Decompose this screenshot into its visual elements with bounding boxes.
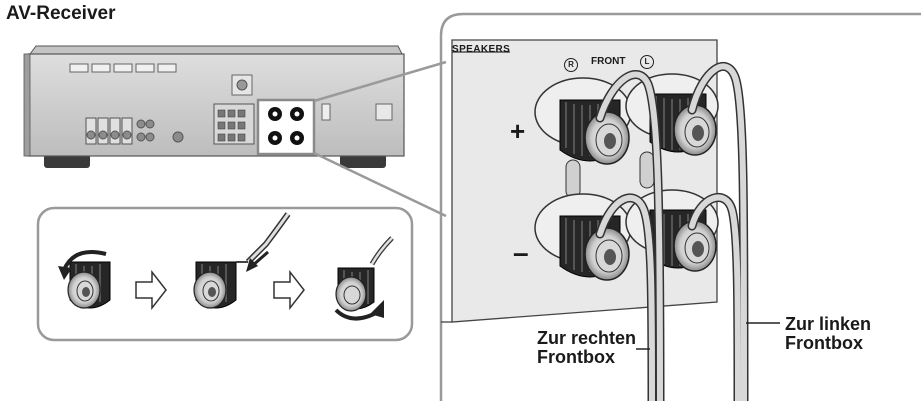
diagram-title: AV-Receiver <box>6 3 116 24</box>
right-callout-line2: Frontbox <box>537 346 615 367</box>
step-tighten <box>334 236 394 321</box>
left-callout-line1: Zur linken <box>785 314 872 334</box>
front-label: FRONT <box>591 56 626 67</box>
zoom-lines <box>313 60 447 218</box>
arrow-right-outline-icon <box>135 269 167 311</box>
loosen-arrow-icon <box>62 250 107 271</box>
right-callout-line1: Zur rechten <box>537 328 637 348</box>
right-channel-mark: R <box>564 58 578 72</box>
minus-sign: – <box>513 237 529 268</box>
front-terminals-highlight <box>256 98 316 156</box>
step-insert-wire <box>193 212 291 309</box>
receiver-illustration <box>23 45 405 168</box>
left-channel-mark: L <box>640 55 654 69</box>
speakers-label: SPEAKERS <box>452 44 511 55</box>
receiver-foot-left <box>44 154 90 168</box>
receiver-foot-right <box>340 154 386 168</box>
callout-frame <box>439 12 921 401</box>
rear-jacks <box>85 117 184 145</box>
plus-sign: + <box>510 116 526 146</box>
right-front-speaker-callout: Zur rechten Frontbox <box>537 329 636 367</box>
arrow-right-outline-icon <box>273 269 305 311</box>
step-loosen <box>58 250 111 309</box>
hdmi-ports <box>69 63 177 73</box>
left-callout-line2: Frontbox <box>785 332 863 353</box>
left-front-speaker-callout: Zur linken Frontbox <box>785 315 871 353</box>
speaker-cables <box>595 62 749 406</box>
